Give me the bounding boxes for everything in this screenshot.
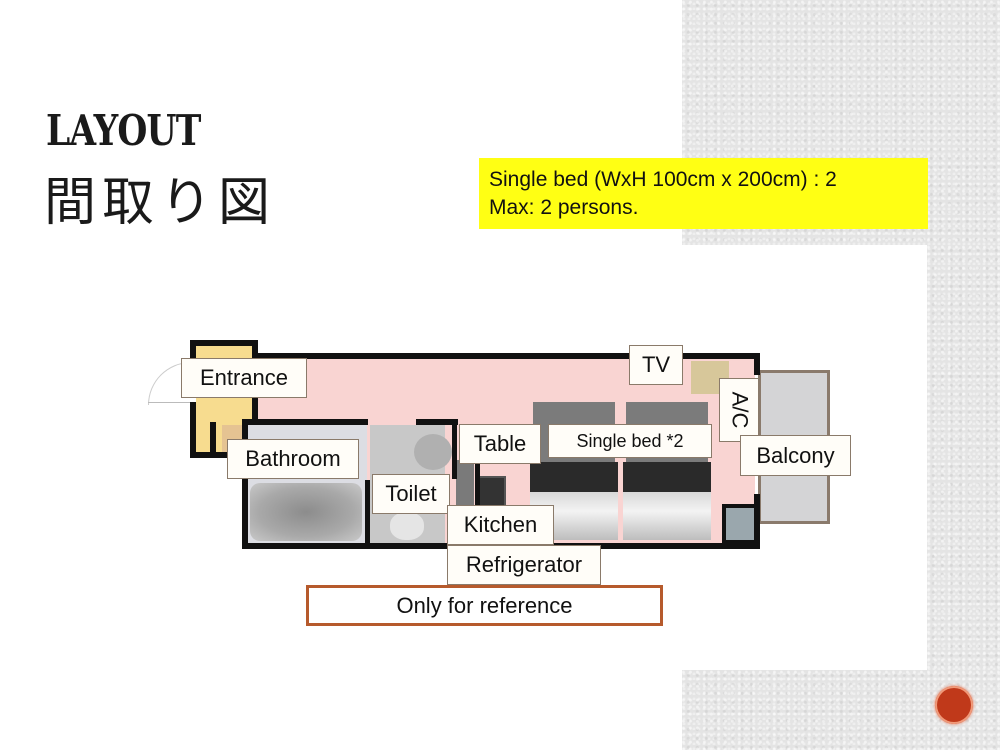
wall <box>190 340 258 346</box>
label-entrance: Entrance <box>181 358 307 398</box>
wall <box>190 340 196 362</box>
label-kitchen: Kitchen <box>447 505 554 545</box>
reference-disclaimer: Only for reference <box>306 585 663 626</box>
wall <box>754 353 760 375</box>
sink-icon <box>414 434 452 470</box>
label-single-bed: Single bed *2 <box>548 424 712 458</box>
wall <box>190 402 196 457</box>
toilet-icon <box>390 512 424 540</box>
bed-1-headboard <box>530 462 618 492</box>
label-ac-text: A/C <box>727 391 752 429</box>
label-ac: A/C <box>719 378 759 442</box>
entrance-door-line <box>148 402 193 403</box>
label-refrigerator: Refrigerator <box>447 545 601 585</box>
wall <box>365 480 370 546</box>
wall <box>210 422 216 454</box>
wall <box>252 353 760 359</box>
bed-info-line: Single bed (WxH 100cm x 200cm) : 2 <box>489 168 837 191</box>
slide-title-english: LAYOUT <box>46 106 201 155</box>
bed-2-pillows <box>623 492 711 540</box>
wall <box>452 419 457 479</box>
label-balcony: Balcony <box>740 435 851 476</box>
bed-2-headboard <box>623 462 711 492</box>
wall <box>754 494 760 548</box>
background-texture-right <box>927 245 1000 670</box>
closet <box>722 504 758 544</box>
bed-info-box: Single bed (WxH 100cm x 200cm) : 2 Max: … <box>479 158 928 229</box>
label-table: Table <box>459 424 541 464</box>
slide-nav-button[interactable] <box>935 686 973 724</box>
wall <box>416 419 458 425</box>
bathtub-icon <box>250 483 362 541</box>
label-toilet: Toilet <box>372 474 450 514</box>
slide-title-japanese: 間取り図 <box>44 173 277 233</box>
label-tv: TV <box>629 345 683 385</box>
label-bathroom: Bathroom <box>227 439 359 479</box>
wall <box>475 460 480 515</box>
wall <box>242 419 248 547</box>
wall <box>190 452 248 458</box>
wall <box>242 419 368 425</box>
capacity-info-line: Max: 2 persons. <box>489 196 639 219</box>
